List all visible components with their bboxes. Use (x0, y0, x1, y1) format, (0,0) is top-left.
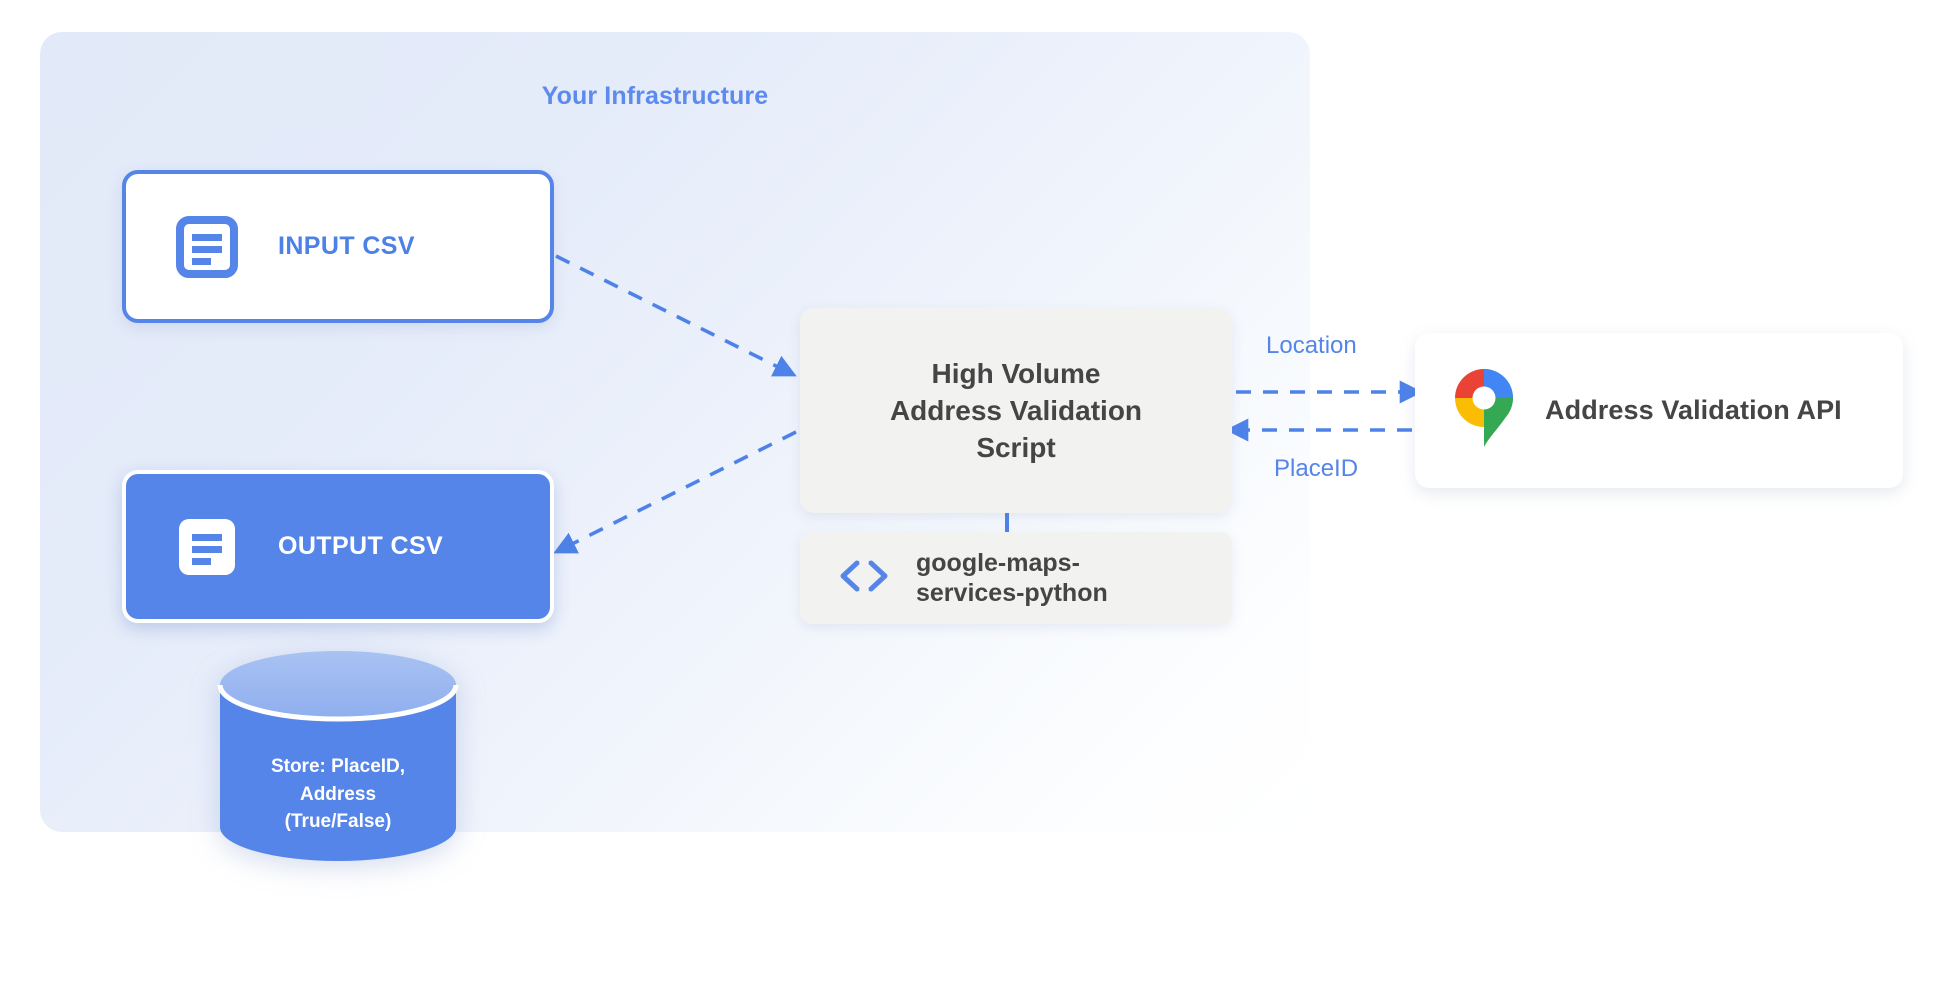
google-maps-pin-icon (1453, 367, 1515, 454)
code-brackets-icon (838, 559, 890, 598)
library-label-line2: services-python (916, 579, 1108, 607)
script-label-line2: Address Validation (889, 394, 1143, 426)
document-icon (176, 516, 238, 578)
client-library-label: google-maps- services-python (916, 548, 1108, 609)
edge-label-placeid: PlaceID (1274, 455, 1359, 482)
input-csv-node[interactable]: INPUT CSV (122, 170, 554, 323)
address-validation-api-label: Address Validation API (1545, 395, 1842, 425)
validation-script-label: High Volume Address Validation Script (890, 355, 1142, 467)
panel-title: Your Infrastructure (541, 82, 769, 110)
database-node[interactable]: Store: PlaceID, Address (True/False) (214, 645, 462, 867)
output-csv-node[interactable]: OUTPUT CSV (122, 470, 554, 623)
validation-script-node[interactable]: High Volume Address Validation Script (800, 308, 1232, 513)
document-icon (176, 215, 238, 278)
script-label-line3: Script (976, 432, 1056, 464)
script-label-line1: High Volume (931, 357, 1101, 389)
client-library-node[interactable]: google-maps- services-python (800, 532, 1232, 624)
edge-label-location: Location (1266, 332, 1357, 359)
input-csv-label: INPUT CSV (278, 232, 415, 260)
output-csv-label: OUTPUT CSV (278, 532, 444, 560)
library-label-line1: google-maps- (916, 548, 1080, 577)
address-validation-api-node[interactable]: Address Validation API (1415, 333, 1903, 488)
